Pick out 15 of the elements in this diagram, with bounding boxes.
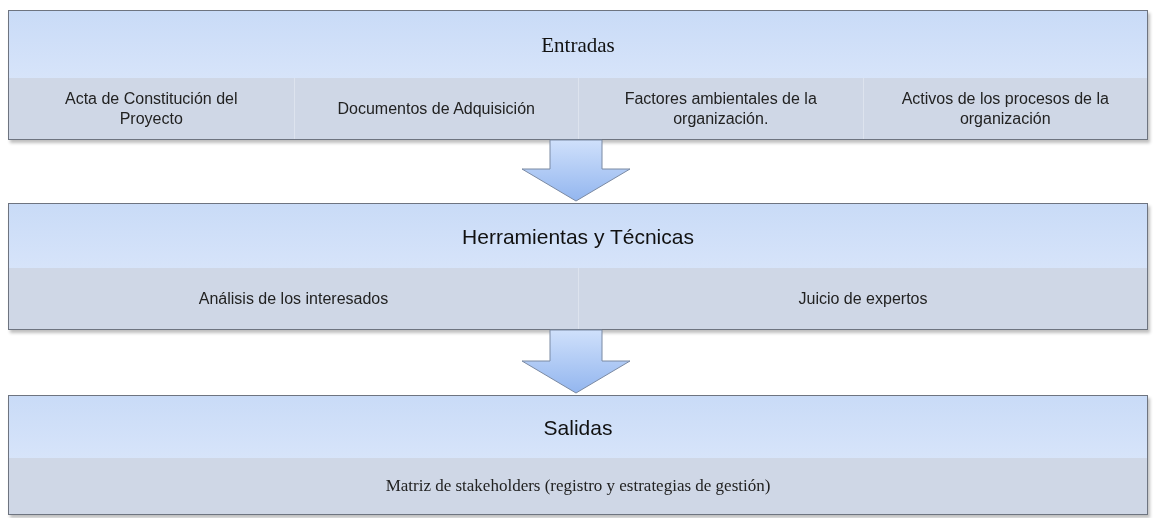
item-cell: Activos de los procesos de la organización (862, 78, 1147, 139)
stage-heading: Entradas (540, 32, 616, 59)
item-cell: Análisis de los interesados (9, 268, 578, 329)
stage-band (8, 203, 1148, 330)
item-cell: Documentos de Adquisición (293, 78, 578, 139)
stage-heading: Herramientas y Técnicas (461, 224, 695, 250)
item-cell: Matriz de stakeholders (registro y estrategias de gestión) (9, 458, 1147, 514)
stage-band (8, 10, 1148, 140)
block-arrow (521, 139, 631, 202)
stage-band (8, 395, 1148, 515)
item-cell: Factores ambientales de la organización. (578, 78, 863, 139)
item-cell: Acta de Constitución del Proyecto (9, 78, 294, 139)
block-arrow (521, 329, 631, 394)
stage-heading: Salidas (542, 415, 614, 441)
item-cell: Juicio de expertos (578, 268, 1147, 329)
